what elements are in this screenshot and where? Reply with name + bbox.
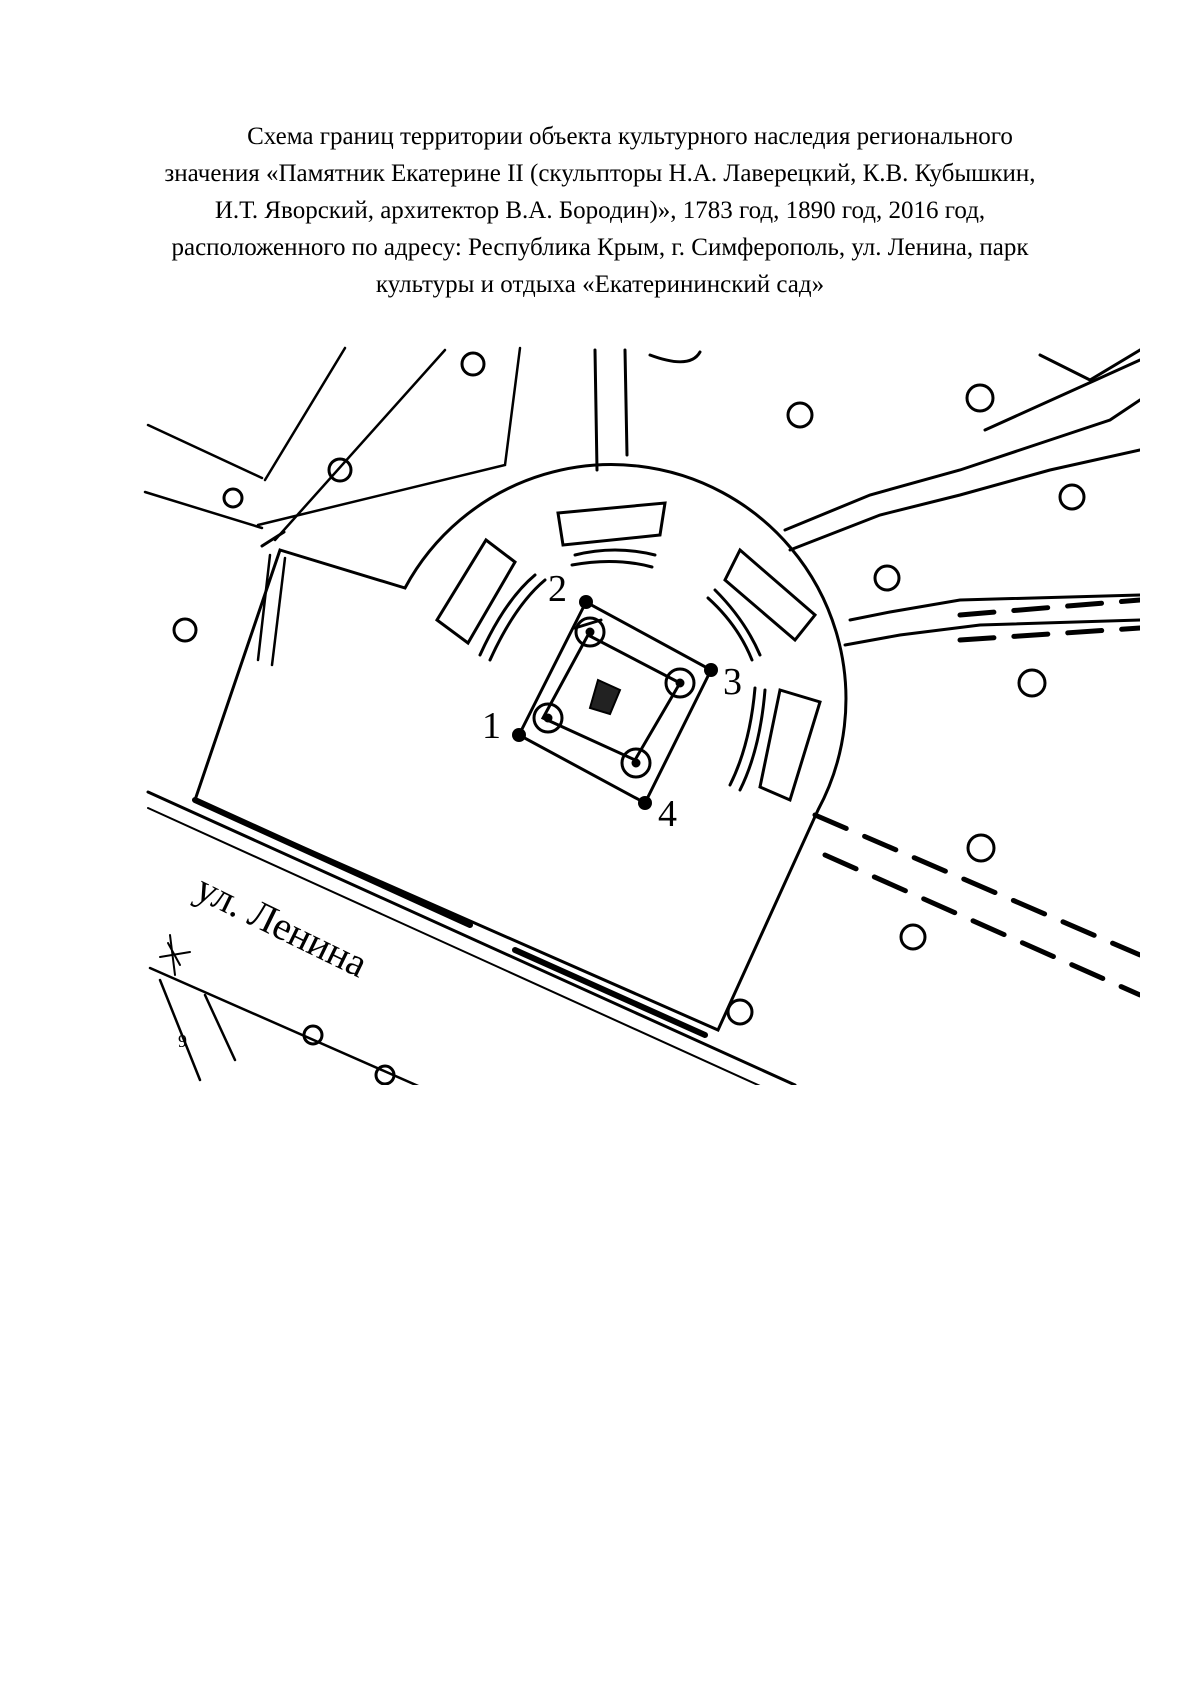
- title-line-5: культуры и отдыха «Екатерининский сад»: [375, 271, 825, 298]
- trees: [172, 351, 1086, 1085]
- boundary-point-1: [512, 728, 526, 742]
- boundary-points: [512, 595, 718, 810]
- neighbor-parcel-lines: [143, 346, 522, 667]
- benches: [435, 501, 822, 803]
- parcel-number: 9: [178, 1031, 187, 1051]
- point-label-3: 3: [723, 661, 742, 703]
- boundary-point-3: [704, 663, 718, 677]
- document-title: Схема границ территории объекта культурн…: [110, 118, 1090, 303]
- title-line-4: расположенного по адресу: Республика Кры…: [171, 234, 1029, 261]
- dashed-path-lines: [812, 597, 1140, 998]
- monument: [517, 599, 713, 806]
- compass-mark: [159, 934, 191, 976]
- point-label-2: 2: [548, 568, 567, 610]
- point-label-4: 4: [658, 793, 677, 835]
- boundary-point-2: [579, 595, 593, 609]
- territory-outline: [193, 463, 848, 1032]
- boundary-point-4: [638, 796, 652, 810]
- park-paths: [593, 348, 1140, 647]
- street-lines: [146, 790, 797, 1085]
- title-line-3: И.Т. Яворский, архитектор В.А. Бородин)»…: [214, 197, 986, 224]
- title-line-1: Схема границ территории объекта культурн…: [247, 123, 1013, 150]
- title-line-2: значения «Памятник Екатерине II (скульпт…: [164, 160, 1036, 187]
- point-label-1: 1: [482, 705, 501, 747]
